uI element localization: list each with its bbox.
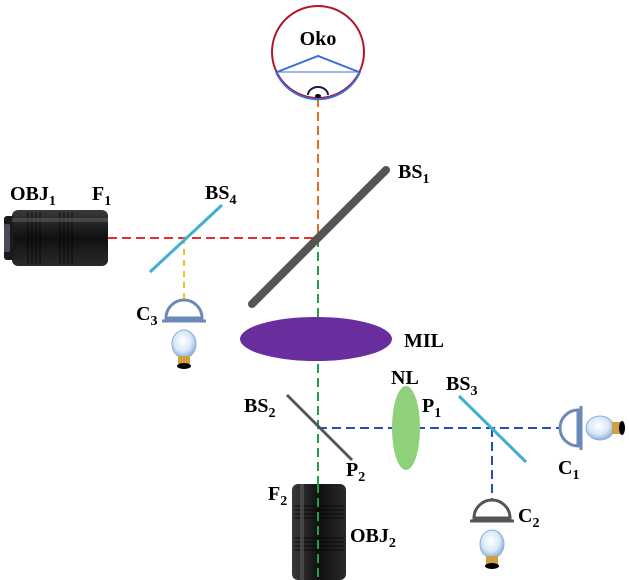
lens-nl bbox=[392, 386, 420, 470]
label-p1: P1 bbox=[422, 395, 441, 421]
label-c3: C3 bbox=[136, 303, 157, 329]
condenser-c2 bbox=[470, 498, 514, 523]
beam-splitter-bs2 bbox=[285, 393, 354, 462]
label-c2: C2 bbox=[518, 505, 539, 531]
beam-splitter-bs4 bbox=[148, 203, 224, 274]
light-bulb-c3 bbox=[171, 329, 197, 369]
label-nl: NL bbox=[391, 367, 419, 389]
label-f2: F2 bbox=[268, 483, 287, 509]
label-bs3: BS3 bbox=[446, 373, 477, 399]
condenser-c3 bbox=[162, 298, 206, 323]
condenser-c1 bbox=[558, 406, 583, 450]
light-bulb-c2 bbox=[479, 529, 505, 569]
label-p2: P2 bbox=[346, 459, 365, 485]
label-f1: F1 bbox=[92, 183, 111, 209]
beam-splitter-bs1 bbox=[248, 166, 390, 308]
label-c1: C1 bbox=[558, 457, 579, 483]
eye-oko: Oko bbox=[271, 5, 365, 101]
light-bulb-c1 bbox=[585, 415, 625, 441]
label-bs1: BS1 bbox=[398, 161, 429, 187]
label-bs2: BS2 bbox=[244, 395, 275, 421]
objective-obj1 bbox=[4, 210, 108, 266]
label-obj1: OBJ1 bbox=[10, 183, 56, 209]
label-obj2: OBJ2 bbox=[350, 525, 396, 551]
label-mil: MIL bbox=[404, 330, 444, 352]
lens-mil bbox=[240, 317, 392, 361]
label-oko: Oko bbox=[300, 28, 337, 50]
label-bs4: BS4 bbox=[205, 182, 236, 208]
beam-splitter-bs3 bbox=[457, 394, 528, 464]
